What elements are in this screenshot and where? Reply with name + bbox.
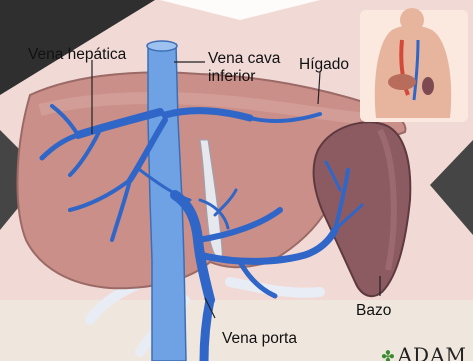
label-bazo: Bazo: [356, 302, 391, 319]
leaf-icon: ✤: [381, 347, 395, 361]
adam-logo: ✤ADAM: [381, 343, 467, 361]
label-vena-porta: Vena porta: [222, 330, 297, 347]
inset-torso: [360, 8, 468, 122]
label-higado: Hígado: [299, 56, 349, 73]
label-vena-cava-line1: Vena cava: [208, 50, 280, 67]
watermark-text: ADAM: [398, 343, 467, 361]
vena-cava-opening: [147, 41, 177, 51]
label-vena-hepatica: Vena hepática: [28, 46, 126, 63]
label-vena-cava-line2: inferior: [208, 68, 255, 85]
